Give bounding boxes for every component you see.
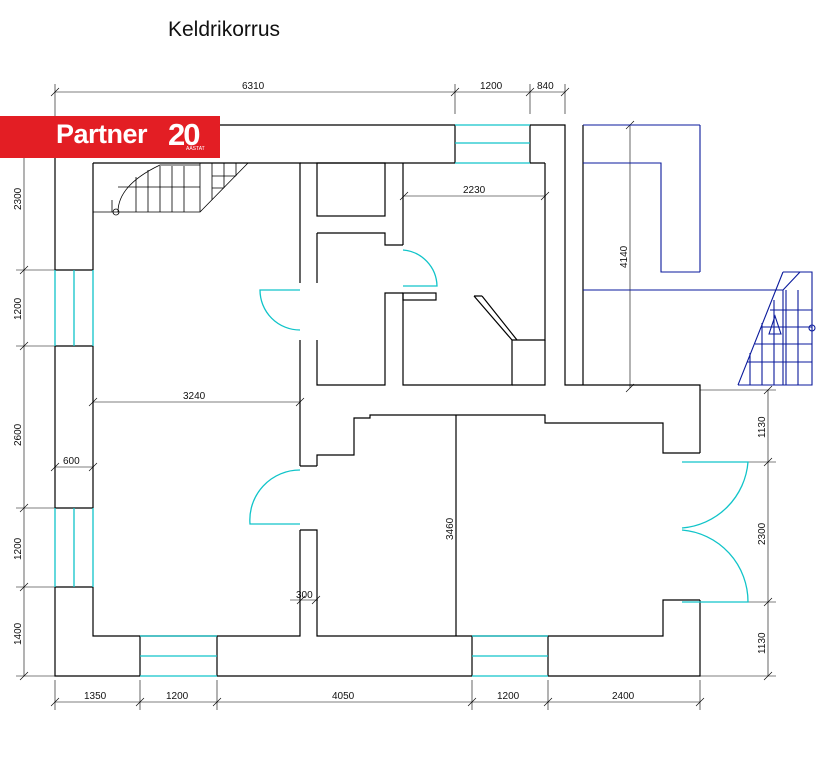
window-left-2 — [54, 508, 94, 587]
stair-right — [583, 124, 816, 386]
dimension-lines — [16, 84, 776, 710]
dim-right-2300: 2300 — [757, 522, 768, 545]
dim-right-1130b: 1130 — [757, 632, 768, 654]
dimension-labels: 6310 1200 840 1350 1200 4050 1200 2400 2… — [13, 81, 768, 702]
dim-left-1200a: 1200 — [13, 297, 24, 320]
logo-text: Partner — [56, 119, 148, 149]
dim-top-1200: 1200 — [480, 81, 503, 92]
walls — [54, 124, 701, 677]
window-bottom-1 — [140, 635, 217, 677]
windows — [54, 124, 548, 677]
dim-left-2300: 2300 — [13, 187, 24, 210]
dim-inner-3240: 3240 — [183, 391, 206, 402]
dim-left-2600: 2600 — [13, 423, 24, 446]
dim-inner-300: 300 — [296, 590, 313, 601]
dim-top-6310: 6310 — [242, 81, 265, 92]
window-left-1 — [54, 270, 94, 346]
door-center — [402, 249, 438, 287]
door-left-lower — [249, 469, 301, 525]
dim-bottom-1200a: 1200 — [166, 691, 189, 702]
dim-left-1200b: 1200 — [13, 537, 24, 560]
page-title: Keldrikorrus — [168, 18, 281, 41]
dim-inner-2230: 2230 — [463, 185, 486, 196]
door-right-double — [681, 461, 749, 603]
dim-bottom-4050: 4050 — [332, 691, 355, 702]
dim-bottom-1350: 1350 — [84, 691, 107, 702]
dim-bottom-1200b: 1200 — [497, 691, 520, 702]
window-bottom-2 — [472, 635, 548, 677]
logo-subtext: AASTAT — [186, 146, 205, 152]
door-left-upper — [259, 289, 301, 331]
dim-inner-4140: 4140 — [619, 245, 630, 268]
window-top — [455, 124, 530, 164]
stair-left — [93, 162, 249, 216]
partner-logo: Partner 20 AASTAT — [0, 116, 220, 158]
dim-inner-600: 600 — [63, 456, 80, 467]
dim-top-840: 840 — [537, 81, 554, 92]
dim-bottom-2400: 2400 — [612, 691, 635, 702]
dim-right-1130a: 1130 — [757, 416, 768, 438]
doors — [249, 249, 749, 603]
dim-left-1400: 1400 — [13, 622, 24, 645]
logo-number: 20 — [168, 117, 201, 152]
dim-inner-3460: 3460 — [445, 517, 456, 540]
